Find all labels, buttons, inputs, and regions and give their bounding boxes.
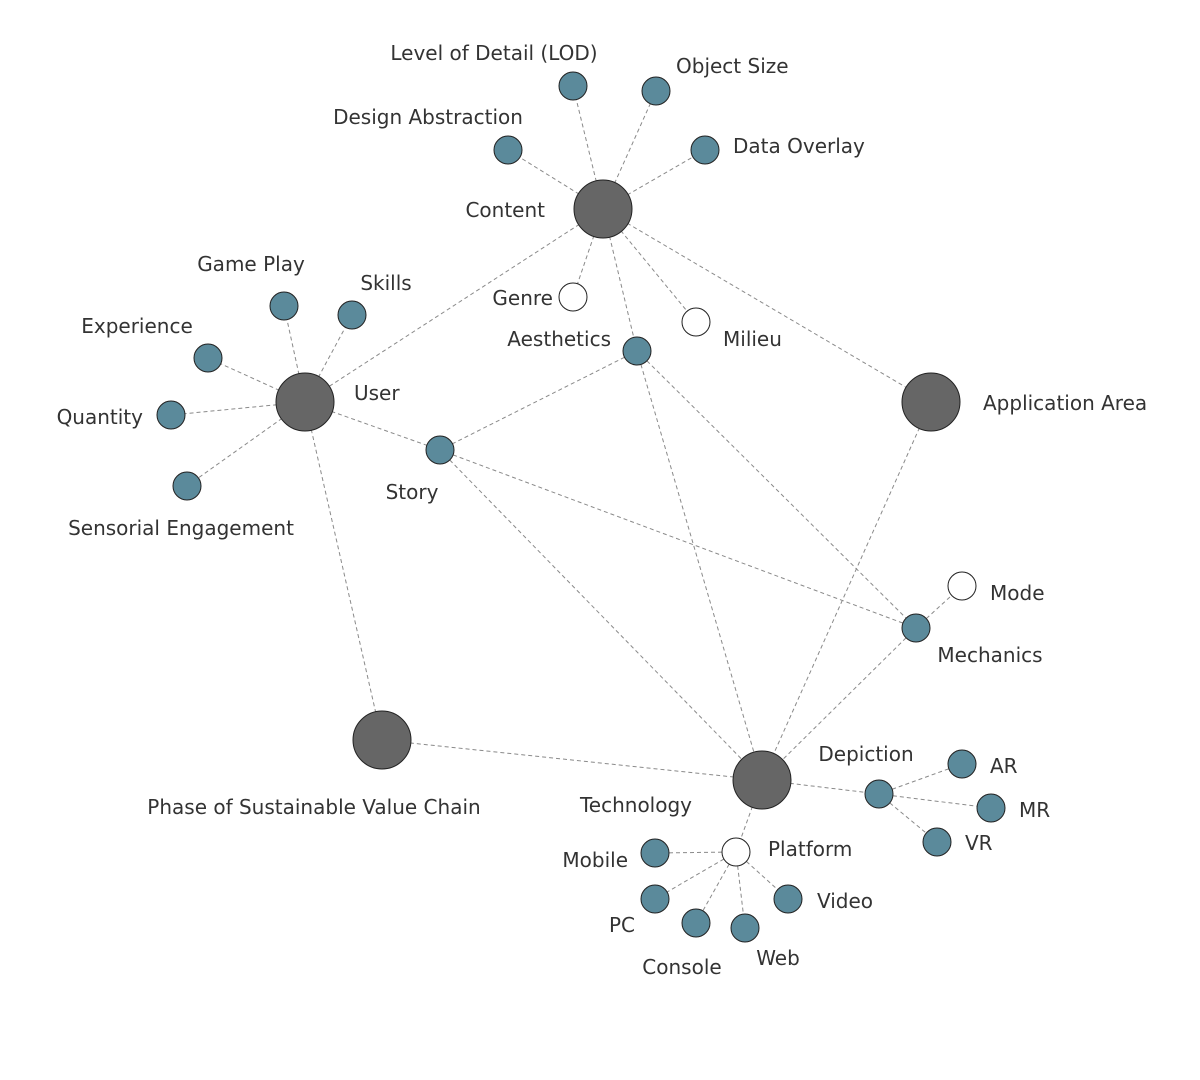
- edge-platform-to-pc: [654, 851, 737, 900]
- edge-aesthetics-to-technology: [636, 350, 763, 781]
- node-skills: [337, 300, 367, 330]
- node-label-platform: Platform: [768, 837, 852, 861]
- node-story: [425, 435, 455, 465]
- edge-content-to-user: [304, 208, 604, 403]
- node-label-story: Story: [386, 480, 439, 504]
- node-label-phase: Phase of Sustainable Value Chain: [147, 795, 480, 819]
- node-label-design-abstraction: Design Abstraction: [333, 105, 523, 129]
- edge-content-to-application-area: [602, 208, 932, 403]
- node-label-content: Content: [465, 198, 545, 222]
- node-label-experience: Experience: [81, 314, 193, 338]
- edge-content-to-design-abstraction: [507, 149, 604, 210]
- node-milieu: [681, 307, 711, 337]
- node-label-milieu: Milieu: [723, 327, 782, 351]
- node-label-depiction: Depiction: [818, 742, 913, 766]
- node-data-overlay: [690, 135, 720, 165]
- node-layer: [156, 71, 1006, 943]
- edge-depiction-to-ar: [878, 763, 963, 795]
- edge-user-to-phase: [304, 401, 383, 741]
- node-web: [730, 913, 760, 943]
- node-label-mobile: Mobile: [562, 848, 628, 872]
- node-genre: [558, 282, 588, 312]
- node-label-vr: VR: [965, 831, 993, 855]
- node-label-user: User: [354, 381, 400, 405]
- edge-depiction-to-mr: [878, 793, 992, 809]
- edge-phase-to-technology: [381, 739, 763, 781]
- edge-story-to-mechanics: [439, 449, 917, 629]
- node-game-play: [269, 291, 299, 321]
- node-mode: [947, 571, 977, 601]
- node-lod: [558, 71, 588, 101]
- node-label-data-overlay: Data Overlay: [733, 134, 865, 158]
- edge-technology-to-depiction: [761, 779, 880, 795]
- node-pc: [640, 884, 670, 914]
- node-label-web: Web: [756, 946, 800, 970]
- node-phase: [352, 710, 412, 770]
- node-mr: [976, 793, 1006, 823]
- edge-aesthetics-to-mechanics: [636, 350, 917, 629]
- node-label-aesthetics: Aesthetics: [507, 327, 611, 351]
- node-label-genre: Genre: [492, 286, 553, 310]
- node-mobile: [640, 838, 670, 868]
- node-label-pc: PC: [609, 913, 635, 937]
- node-video: [773, 884, 803, 914]
- node-label-game-play: Game Play: [197, 252, 305, 276]
- node-label-mechanics: Mechanics: [937, 643, 1042, 667]
- node-label-mode: Mode: [990, 581, 1045, 605]
- node-aesthetics: [622, 336, 652, 366]
- node-content: [573, 179, 633, 239]
- node-label-sensorial-engagement: Sensorial Engagement: [68, 516, 294, 540]
- node-application-area: [901, 372, 961, 432]
- node-label-quantity: Quantity: [57, 405, 144, 429]
- node-label-lod: Level of Detail (LOD): [390, 41, 597, 65]
- node-depiction: [864, 779, 894, 809]
- node-label-video: Video: [817, 889, 873, 913]
- node-sensorial-engagement: [172, 471, 202, 501]
- edge-content-to-data-overlay: [602, 149, 706, 210]
- node-ar: [947, 749, 977, 779]
- node-vr: [922, 827, 952, 857]
- node-label-skills: Skills: [360, 271, 411, 295]
- node-design-abstraction: [493, 135, 523, 165]
- node-object-size: [641, 76, 671, 106]
- node-label-object-size: Object Size: [676, 54, 789, 78]
- node-mechanics: [901, 613, 931, 643]
- edge-depiction-to-vr: [878, 793, 938, 843]
- node-label-console: Console: [642, 955, 721, 979]
- edge-mechanics-to-technology: [761, 627, 917, 781]
- node-platform: [721, 837, 751, 867]
- node-label-technology: Technology: [579, 793, 692, 817]
- node-technology: [732, 750, 792, 810]
- node-label-mr: MR: [1019, 798, 1050, 822]
- node-user: [275, 372, 335, 432]
- node-label-ar: AR: [990, 754, 1018, 778]
- node-experience: [193, 343, 223, 373]
- edge-aesthetics-to-story: [439, 350, 638, 451]
- edge-application-area-to-technology: [761, 401, 932, 781]
- node-console: [681, 908, 711, 938]
- node-label-application-area: Application Area: [983, 391, 1147, 415]
- node-quantity: [156, 400, 186, 430]
